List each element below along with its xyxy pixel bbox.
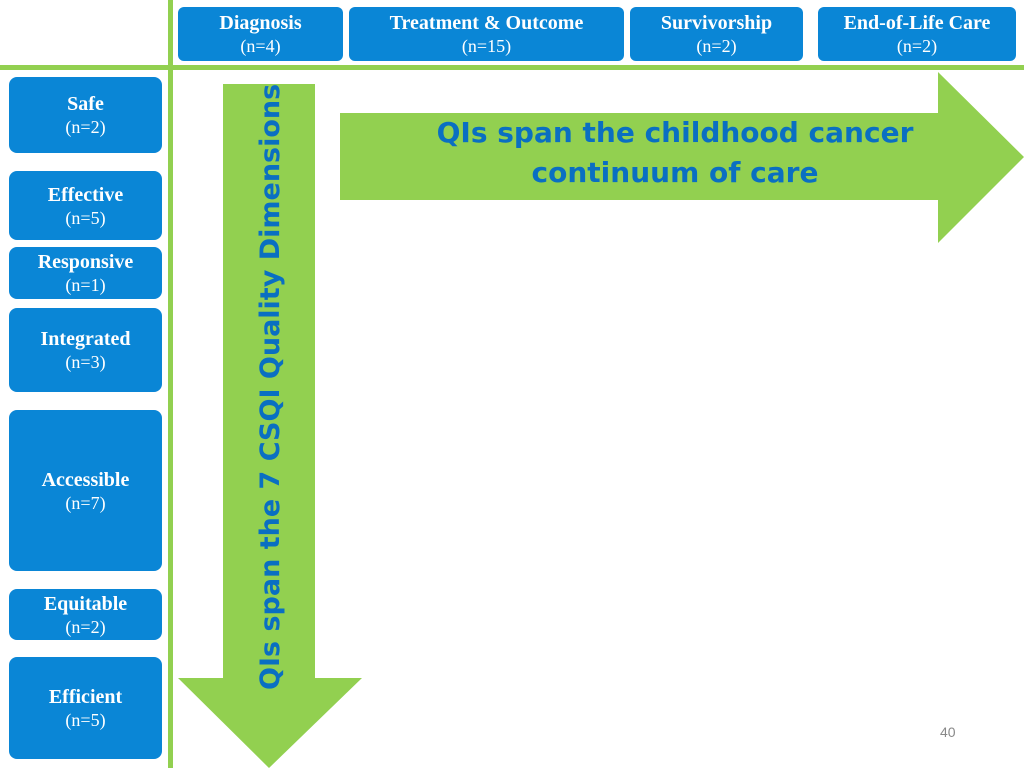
- dimension-label: Efficient: [48, 686, 123, 708]
- dimension-label: Accessible: [41, 468, 130, 491]
- phase-count: (n=2): [896, 36, 938, 56]
- phase-label: Diagnosis: [219, 12, 302, 34]
- horizontal-arrow-shape: [340, 72, 1024, 243]
- horizontal-arrow-label-line2: continuum of care: [531, 156, 819, 189]
- phase-count: (n=2): [696, 36, 737, 56]
- vertical-divider-line: [168, 0, 173, 768]
- dimension-label: Effective: [47, 183, 124, 206]
- dimension-count: (n=2): [65, 616, 106, 637]
- horizontal-divider-line: [0, 65, 1024, 70]
- phase-label: End-of-Life Care: [843, 12, 991, 34]
- phase-label: Survivorship: [660, 12, 773, 34]
- page-number: 40: [940, 724, 956, 740]
- vertical-arrow-label: QIs span the 7 CSQI Quality Dimensions: [255, 83, 286, 690]
- dimension-label: Integrated: [40, 328, 131, 350]
- dimension-box-responsive: Responsive (n=1): [9, 247, 162, 299]
- dimension-box-effective: Effective (n=5): [9, 171, 162, 240]
- phase-box-end-of-life-care: End-of-Life Care (n=2): [818, 7, 1016, 61]
- phase-label: Treatment & Outcome: [389, 12, 584, 34]
- dimension-count: (n=2): [65, 117, 106, 137]
- dimension-label: Responsive: [37, 251, 134, 273]
- dimension-count: (n=7): [65, 492, 106, 513]
- dimension-count: (n=5): [65, 207, 106, 228]
- phase-box-treatment-outcome: Treatment & Outcome (n=15): [349, 7, 624, 61]
- dimension-count: (n=1): [65, 275, 106, 295]
- phase-count: (n=4): [240, 36, 281, 56]
- horizontal-arrow-label: QIs span the childhood cancer continuum …: [360, 113, 990, 193]
- horizontal-arrow-label-line1: QIs span the childhood cancer: [436, 116, 914, 149]
- phase-box-survivorship: Survivorship (n=2): [630, 7, 803, 61]
- phase-box-diagnosis: Diagnosis (n=4): [178, 7, 343, 61]
- dimension-box-safe: Safe (n=2): [9, 77, 162, 153]
- dimension-box-accessible: Accessible (n=7): [9, 410, 162, 571]
- phase-count: (n=15): [461, 36, 512, 56]
- vertical-arrow-shape: [178, 84, 362, 768]
- dimension-box-efficient: Efficient (n=5): [9, 657, 162, 759]
- dimension-box-equitable: Equitable (n=2): [9, 589, 162, 640]
- dimension-label: Equitable: [43, 592, 128, 615]
- dimension-label: Safe: [67, 93, 104, 115]
- dimension-count: (n=5): [65, 710, 106, 730]
- dimension-box-integrated: Integrated (n=3): [9, 308, 162, 392]
- dimension-count: (n=3): [65, 352, 106, 372]
